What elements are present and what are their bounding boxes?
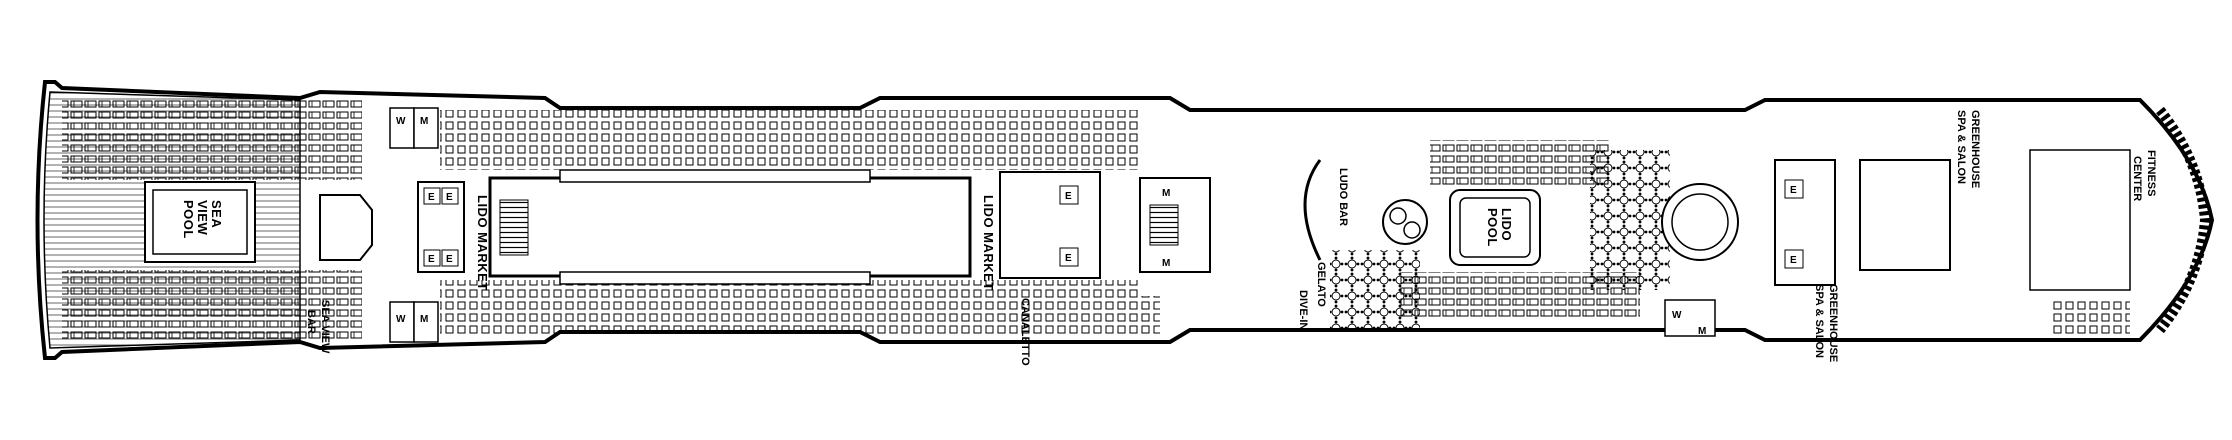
lido-market-label-right: LIDO MARKET (981, 195, 996, 291)
lido-pool-label-2: POOL (1485, 208, 1500, 247)
elevator-tag-2: E (446, 192, 453, 203)
greenhouse-top-label-2: SPA & SALON (1955, 110, 1967, 184)
ludo-bar-label: LUDO BAR (1337, 168, 1349, 226)
fitness-label-1: FITNESS (2145, 150, 2157, 196)
greenhouse-top-label-1: GREENHOUSE (1969, 110, 1981, 188)
lido-pool: LIDO POOL (1449, 189, 1541, 266)
forward-round-pool (1661, 183, 1739, 261)
stern-loungers-bottom (62, 270, 362, 340)
greenhouse-spa-bottom: GREENHOUSE SPA & SALON (1813, 284, 1839, 362)
elevator-tag-8: E (1790, 255, 1797, 266)
sea-view-pool-label-1: SEA (209, 200, 224, 228)
canaletto: CANALETTO (1019, 296, 1160, 366)
greenhouse-spa-top: GREENHOUSE SPA & SALON (1859, 110, 1981, 271)
forward-elevators: E E (1774, 159, 1836, 286)
mid-restrooms: M M (1139, 177, 1211, 273)
restroom-men-tag-4: M (1162, 258, 1170, 269)
elevator-tag-3: E (428, 254, 435, 265)
canaletto-label: CANALETTO (1019, 298, 1031, 366)
lido-market: LIDO MARKET LIDO MARKET (475, 169, 996, 291)
aft-restrooms-bottom: W M (389, 301, 439, 343)
stern-loungers-top (62, 100, 362, 180)
dive-in-label: DIVE-IN (1297, 290, 1309, 330)
whirlpools (1382, 199, 1428, 245)
elevator-tag-5: E (1065, 191, 1072, 202)
aft-restrooms-top: W M (389, 107, 439, 149)
sea-view-bar-label-1: SEA VIEW (319, 300, 331, 354)
restroom-men-tag-2: M (420, 314, 428, 325)
elevator-tag-6: E (1065, 253, 1072, 264)
greenhouse-bottom-label-1: GREENHOUSE (1827, 284, 1839, 362)
elevator-tag-1: E (428, 192, 435, 203)
fitness-center: FITNESS CENTER (2029, 149, 2157, 336)
lido-market-label-left: LIDO MARKET (475, 195, 490, 291)
restroom-women-tag-2: W (396, 314, 406, 325)
restroom-women-tag: W (396, 116, 406, 127)
sea-view-pool-label-3: POOL (181, 200, 196, 239)
sea-view-pool: SEA VIEW POOL (144, 181, 256, 263)
sea-view-bar-label-2: BAR (305, 310, 317, 334)
lido-deck-loungers-top (1430, 140, 1610, 185)
lido-pool-label-1: LIDO (1499, 208, 1514, 241)
fitness-label-2: CENTER (2131, 156, 2143, 201)
sea-view-pool-label-2: VIEW (195, 200, 210, 235)
lido-tables (1330, 250, 1420, 330)
greenhouse-bottom-label-2: SPA & SALON (1813, 284, 1825, 358)
restroom-men-tag-3: M (1162, 188, 1170, 199)
restroom-men-tag-5: M (1698, 326, 1706, 337)
elevator-tag-4: E (446, 254, 453, 265)
mid-elevators: E E (999, 171, 1101, 279)
forward-restrooms: W M (1664, 299, 1716, 337)
sea-view-bar: SEA VIEW BAR (305, 194, 373, 354)
restroom-women-tag-3: W (1672, 310, 1682, 321)
lido-market-seating-top (440, 110, 1140, 170)
restroom-men-tag: M (420, 116, 428, 127)
ludo-bar: LUDO BAR (1303, 159, 1349, 261)
aft-elevators: E E E E (417, 181, 465, 273)
bow-equipment (2156, 106, 2211, 334)
lido-tables-fwd (1590, 150, 1670, 290)
gelato-label: GELATO (1315, 262, 1327, 307)
elevator-tag-7: E (1790, 185, 1797, 196)
